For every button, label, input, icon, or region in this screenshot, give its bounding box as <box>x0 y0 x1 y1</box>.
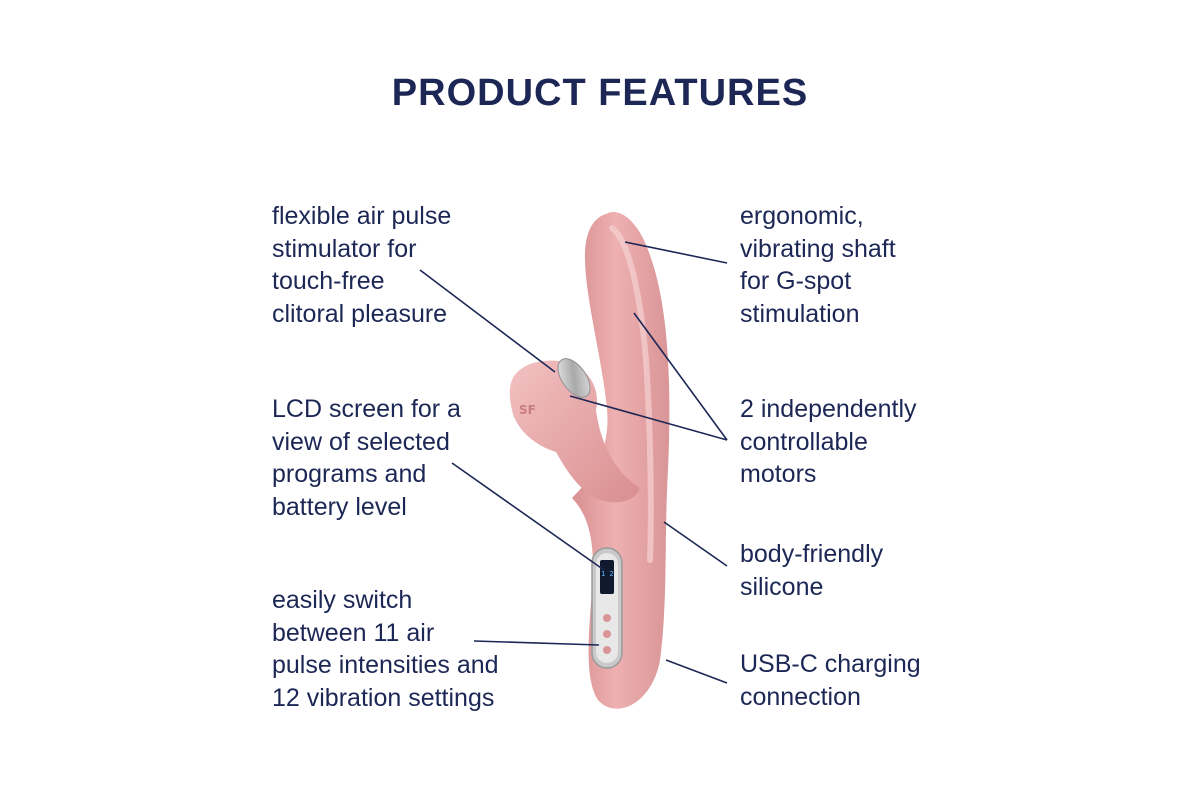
feature-line: silicone <box>740 572 824 601</box>
feature-shaft-label: ergonomic, vibrating shaft for G-spot st… <box>740 200 896 330</box>
feature-line: for G-spot <box>740 267 852 295</box>
feature-line: body-friendly <box>740 540 884 568</box>
air-pulse-head <box>509 360 640 503</box>
feature-line: USB-C charging <box>740 650 921 678</box>
feature-lcd-label: LCD screen for a view of selected progra… <box>272 393 461 523</box>
leader-line-silicone <box>663 521 728 567</box>
lcd-screen <box>600 560 614 594</box>
feature-line: connection <box>740 682 861 711</box>
shaft-highlight <box>609 225 654 563</box>
feature-line: pulse intensities and <box>272 651 499 679</box>
feature-line: stimulator for <box>272 234 417 263</box>
leader-line-shaft <box>624 241 728 264</box>
feature-silicone-label: body-friendly silicone <box>740 538 883 603</box>
feature-line: vibrating shaft <box>740 234 896 263</box>
button-up-icon[interactable] <box>603 614 611 622</box>
feature-line: LCD screen for a <box>272 395 461 423</box>
feature-line: programs and <box>272 460 427 488</box>
air-pulse-ring <box>557 358 591 398</box>
feature-line: touch-free <box>272 267 385 295</box>
feature-line: 12 vibration settings <box>272 683 495 712</box>
leader-line-switch <box>473 640 600 646</box>
leader-line-motors-head <box>569 395 728 441</box>
feature-line: motors <box>740 460 817 488</box>
feature-line: ergonomic, <box>740 202 864 230</box>
feature-line: easily switch <box>272 586 413 614</box>
feature-line: controllable <box>740 427 868 456</box>
feature-line: stimulation <box>740 299 860 328</box>
feature-line: between 11 air <box>272 618 435 647</box>
leader-line-lcd <box>451 462 605 571</box>
leader-line-motors-shaft <box>633 312 728 441</box>
button-mode-icon[interactable] <box>603 630 611 638</box>
feature-air-pulse-label: flexible air pulse stimulator for touch-… <box>272 200 451 330</box>
device-logo: SF <box>519 403 536 417</box>
button-down-icon[interactable] <box>603 646 611 654</box>
feature-motors-label: 2 independently controllable motors <box>740 393 917 491</box>
feature-switch-label: easily switch between 11 air pulse inten… <box>272 584 499 714</box>
page-title: PRODUCT FEATURES <box>391 72 809 114</box>
feature-line: flexible air pulse <box>272 202 452 230</box>
feature-line: view of selected <box>272 427 450 456</box>
feature-line: clitoral pleasure <box>272 299 448 328</box>
feature-usb-label: USB-C charging connection <box>740 648 921 713</box>
leader-line-usb <box>665 659 728 684</box>
lcd-readout: 1 2 <box>601 570 614 578</box>
feature-line: 2 independently <box>740 395 917 423</box>
leader-line-air-pulse <box>419 269 556 373</box>
feature-line: battery level <box>272 492 407 521</box>
